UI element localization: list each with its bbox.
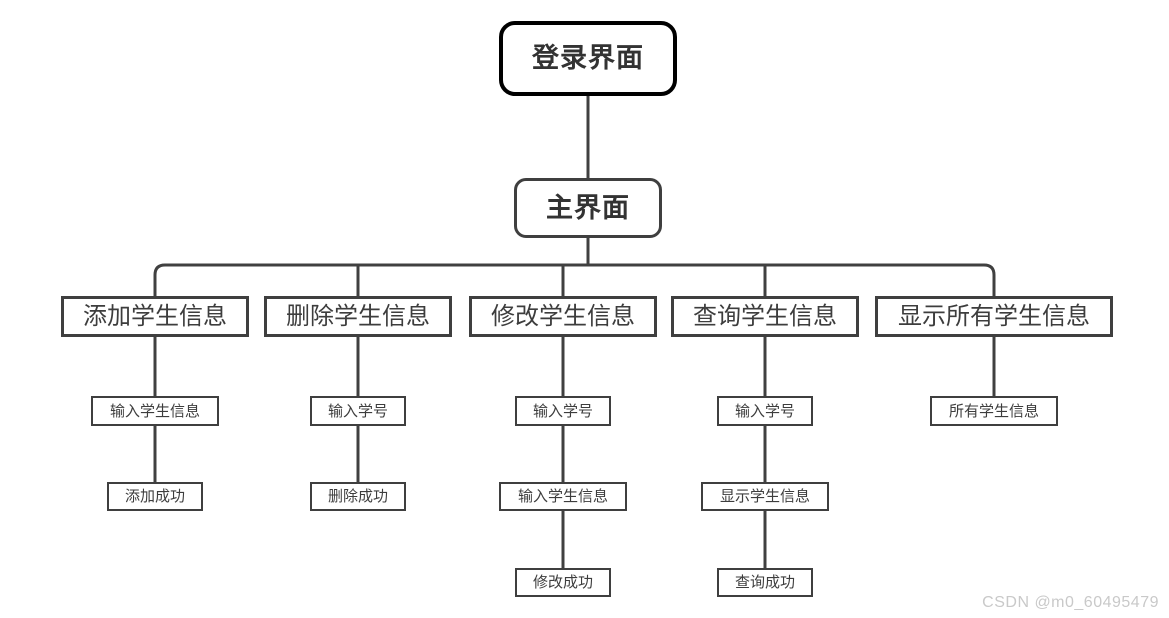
node-add-success: 添加成功 — [107, 482, 203, 511]
node-all-student-info: 所有学生信息 — [930, 396, 1058, 426]
node-query-display-student-info: 显示学生信息 — [701, 482, 829, 511]
csdn-watermark: CSDN @m0_60495479 — [982, 594, 1159, 611]
node-delete-student-info: 删除学生信息 — [264, 296, 452, 337]
node-query-student-info: 查询学生信息 — [671, 296, 859, 337]
node-modify-input-student-info: 输入学生信息 — [499, 482, 627, 511]
node-main-screen: 主界面 — [514, 178, 662, 238]
node-delete-success: 删除成功 — [310, 482, 406, 511]
node-modify-success: 修改成功 — [515, 568, 611, 597]
node-query-input-student-id: 输入学号 — [717, 396, 813, 426]
node-show-all-student-info: 显示所有学生信息 — [875, 296, 1113, 337]
node-query-success: 查询成功 — [717, 568, 813, 597]
node-delete-input-student-id: 输入学号 — [310, 396, 406, 426]
edge-bus — [153, 263, 996, 296]
node-add-input-student-info: 输入学生信息 — [91, 396, 219, 426]
node-modify-input-student-id: 输入学号 — [515, 396, 611, 426]
node-modify-student-info: 修改学生信息 — [469, 296, 657, 337]
node-add-student-info: 添加学生信息 — [61, 296, 249, 337]
node-login-screen: 登录界面 — [499, 21, 677, 96]
